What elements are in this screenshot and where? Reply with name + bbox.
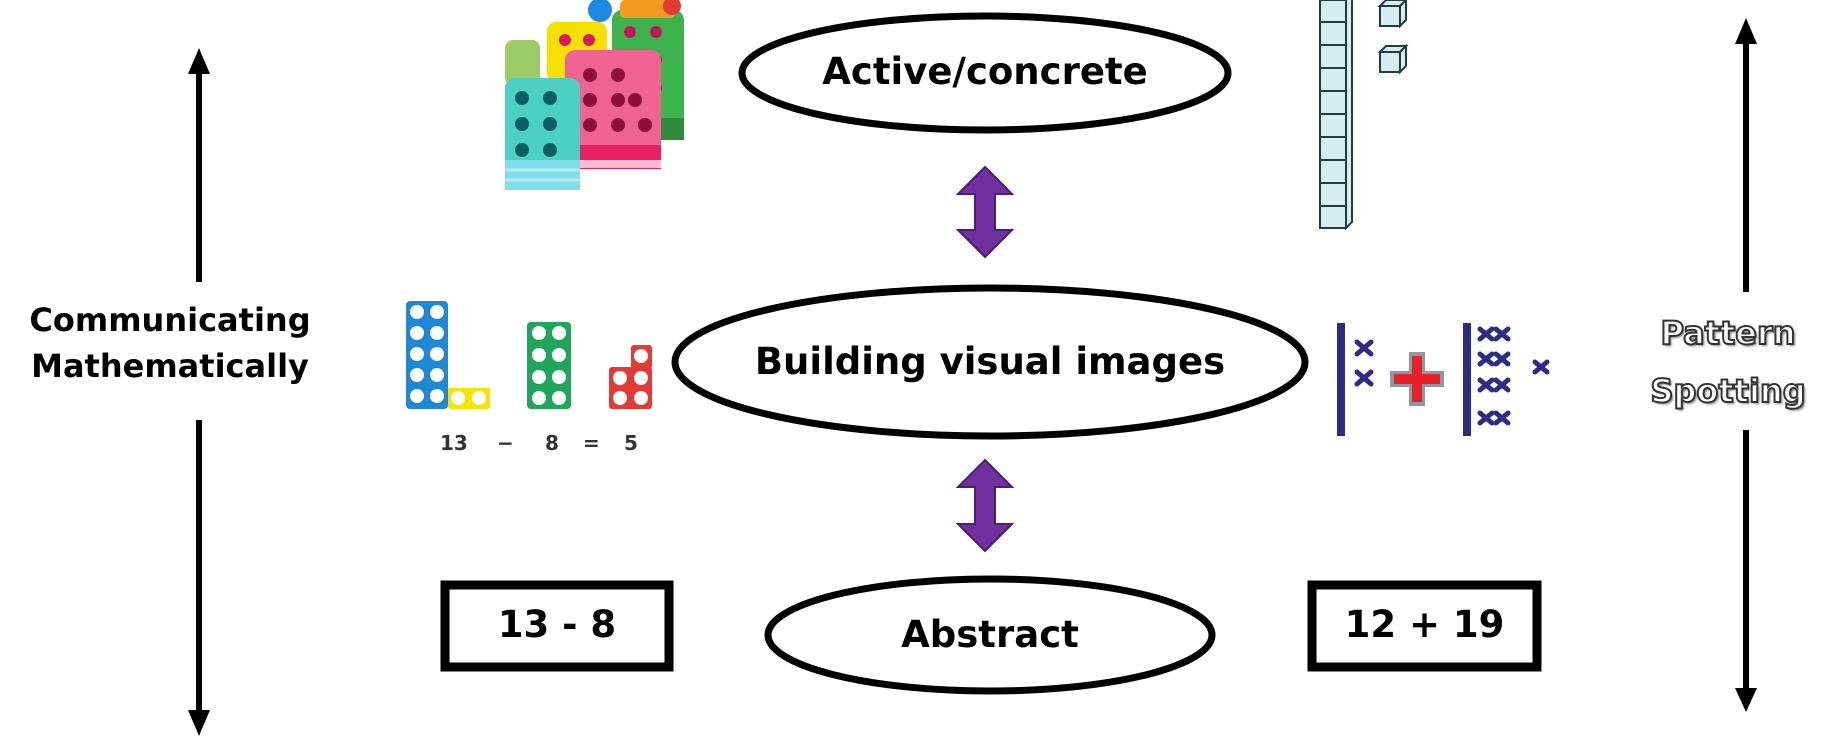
label-active-concrete: Active/concrete bbox=[822, 50, 1148, 93]
numicon-photo bbox=[505, 0, 685, 192]
left-axis-line2: Mathematically bbox=[31, 347, 309, 385]
eq-part-13: 13 bbox=[440, 431, 468, 455]
right-axis-line1: Pattern bbox=[1659, 313, 1796, 353]
base-ten-blocks bbox=[1319, 0, 1409, 231]
plus-icon bbox=[1390, 352, 1444, 406]
right-abstract-box-text: 12 + 19 bbox=[1344, 603, 1505, 646]
eq-part-8: 8 bbox=[545, 431, 559, 455]
eq-part-equals: = bbox=[583, 431, 600, 455]
oval-visual-images bbox=[671, 284, 1309, 440]
tens-ones-pictorial bbox=[1337, 323, 1550, 436]
right-axis-label: Pattern Spotting bbox=[1630, 310, 1826, 414]
left-abstract-box-text: 13 - 8 bbox=[497, 603, 617, 646]
purple-double-arrow-lower bbox=[955, 458, 1015, 553]
eq-part-5: 5 bbox=[624, 431, 638, 455]
right-double-arrow bbox=[1735, 18, 1757, 712]
purple-double-arrow-upper bbox=[955, 165, 1015, 259]
left-axis-label: Communicating Mathematically bbox=[0, 297, 340, 389]
left-axis-line1: Communicating bbox=[29, 301, 311, 339]
label-abstract: Abstract bbox=[901, 613, 1079, 656]
numicon-equation: 13 − 8 = 5 bbox=[440, 431, 638, 455]
right-axis-line2: Spotting bbox=[1649, 371, 1806, 411]
numicon-pictorial bbox=[406, 301, 652, 409]
left-double-arrow bbox=[188, 48, 210, 736]
box-left-abstract bbox=[440, 580, 674, 672]
box-right-abstract bbox=[1307, 580, 1542, 672]
oval-abstract bbox=[764, 575, 1216, 695]
label-building-visual-images: Building visual images bbox=[754, 340, 1226, 383]
eq-part-minus: − bbox=[497, 431, 514, 455]
oval-active-concrete bbox=[738, 12, 1232, 134]
